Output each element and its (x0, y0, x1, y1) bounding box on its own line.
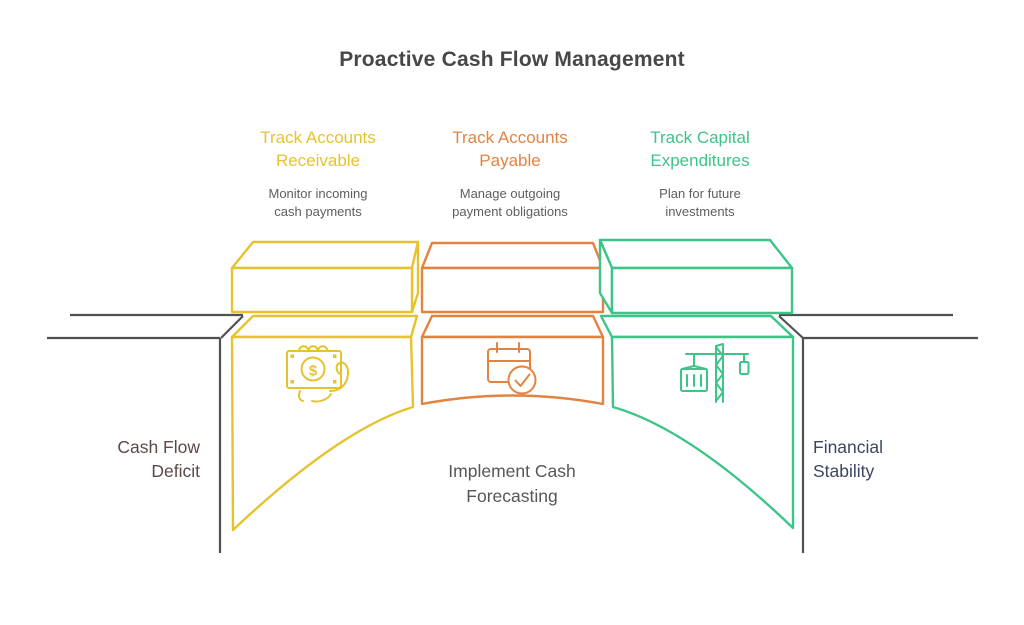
capex-deck-front-face (610, 335, 795, 530)
capex-box-top-face (598, 238, 794, 270)
subtitle-line: payment obligations (452, 204, 568, 219)
calendar-check-icon (487, 342, 537, 395)
calendar-rings (496, 342, 520, 353)
wrist-curve-left (298, 390, 304, 402)
subtitle-line: investments (665, 204, 735, 219)
subtitle-line: Manage outgoing (459, 186, 561, 201)
label-line: Cash Flow (117, 437, 200, 457)
column-heading-receivable: Track Accounts Receivable (206, 126, 430, 172)
payable-shapes (420, 241, 605, 406)
page-title: Proactive Cash Flow Management (339, 48, 685, 71)
ground-left-corner (220, 315, 244, 339)
column-subtitle-payable: Manage outgoing payment obligations (398, 185, 622, 221)
check-circle (507, 365, 537, 395)
subtitle-line: Monitor incoming (268, 186, 368, 201)
construction-crane-icon (680, 343, 750, 403)
financial-stability-label: Financial Stability (813, 435, 973, 483)
subtitle-line: cash payments (274, 204, 362, 219)
ground-right-corner (778, 315, 804, 339)
heading-line: Expenditures (650, 151, 750, 170)
check-mark (514, 373, 531, 387)
cargo-container (680, 368, 708, 392)
cash-flow-deficit-label: Cash Flow Deficit (40, 435, 200, 483)
fingertip-bumps (298, 345, 329, 352)
payable-box-front-face (420, 266, 605, 314)
capex-shapes (598, 238, 795, 530)
money-in-hand-icon: $ (286, 345, 350, 403)
heading-line: Receivable (275, 151, 361, 170)
ground-lines (47, 313, 978, 553)
banknote (286, 350, 342, 389)
receivable-box-top-face (230, 240, 420, 270)
crane-mast-lattice (715, 346, 724, 402)
column-subtitle-receivable: Monitor incoming cash payments (206, 185, 430, 221)
column-subtitle-capex: Plan for future investments (588, 185, 812, 221)
payable-box-top-face (420, 241, 605, 270)
column-heading-payable: Track Accounts Payable (398, 126, 622, 172)
label-line: Implement Cash (448, 461, 576, 481)
wrist-curve-right (311, 393, 332, 403)
heading-line: Track Capital (650, 128, 750, 147)
counterweight-block (739, 361, 750, 375)
label-line: Deficit (151, 461, 200, 481)
heading-line: Track Accounts (452, 128, 568, 147)
capex-box-front-face (610, 266, 794, 315)
container-ribs (686, 374, 702, 387)
heading-line: Payable (479, 151, 541, 170)
receivable-shapes: $ (230, 240, 420, 532)
receivable-deck-top-face (230, 314, 419, 339)
label-line: Financial (813, 437, 884, 457)
label-line: Stability (813, 461, 875, 481)
receivable-deck-front-face (230, 335, 415, 532)
subtitle-line: Plan for future (659, 186, 741, 201)
banknote-corner-marks (290, 354, 337, 384)
implement-cash-forecasting-label: Implement Cash Forecasting (390, 459, 634, 509)
banknote-circle (300, 356, 326, 382)
heading-line: Track Accounts (260, 128, 376, 147)
receivable-box-front-face (230, 266, 414, 314)
hand-thumb-curve (329, 361, 350, 392)
payable-deck-top-face (420, 314, 605, 339)
column-heading-capex: Track Capital Expenditures (588, 126, 812, 172)
label-line: Forecasting (466, 486, 558, 506)
capex-deck-top-face (599, 314, 795, 339)
dollar-symbol: $ (309, 363, 318, 380)
